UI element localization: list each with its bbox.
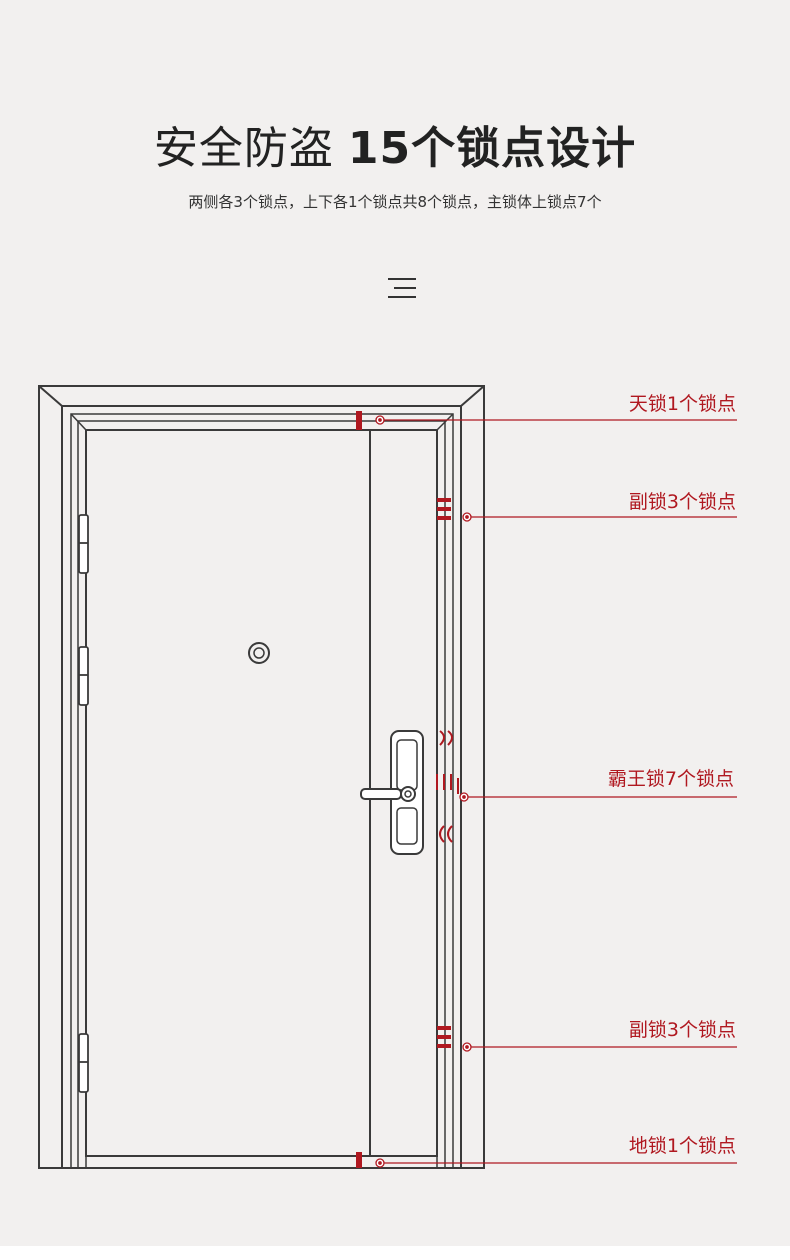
bottom-strip <box>0 1246 790 1260</box>
main-lock-bolts <box>436 730 459 843</box>
title-regular: 安全防盗 <box>153 123 334 174</box>
hinge-top <box>78 514 89 574</box>
hinge-group <box>78 514 89 1093</box>
callout-label-upper-side-lock: 副锁3个锁点 <box>629 491 736 513</box>
callout-markers <box>375 415 472 1168</box>
callout-label-lower-side-lock: 副锁3个锁点 <box>629 1019 736 1041</box>
page-title: 安全防盗 15个锁点设计 <box>0 112 790 176</box>
hinge-middle <box>78 646 89 706</box>
hinge-bottom <box>78 1033 89 1093</box>
callout-label-bottom-lock: 地锁1个锁点 <box>629 1135 736 1157</box>
smart-lock <box>360 730 424 855</box>
callout-label-top-lock: 天锁1个锁点 <box>629 393 736 415</box>
subtitle: 两侧各3个锁点，上下各1个锁点共8个锁点，主锁体上锁点7个 <box>188 193 602 211</box>
title-bold: 15个锁点设计 <box>347 123 637 174</box>
lock-bolts <box>356 411 451 1168</box>
menu-icon <box>388 278 416 298</box>
callout-label-main-lock: 霸王锁7个锁点 <box>608 768 734 790</box>
peephole <box>248 642 270 664</box>
callout-lines <box>376 419 737 1164</box>
